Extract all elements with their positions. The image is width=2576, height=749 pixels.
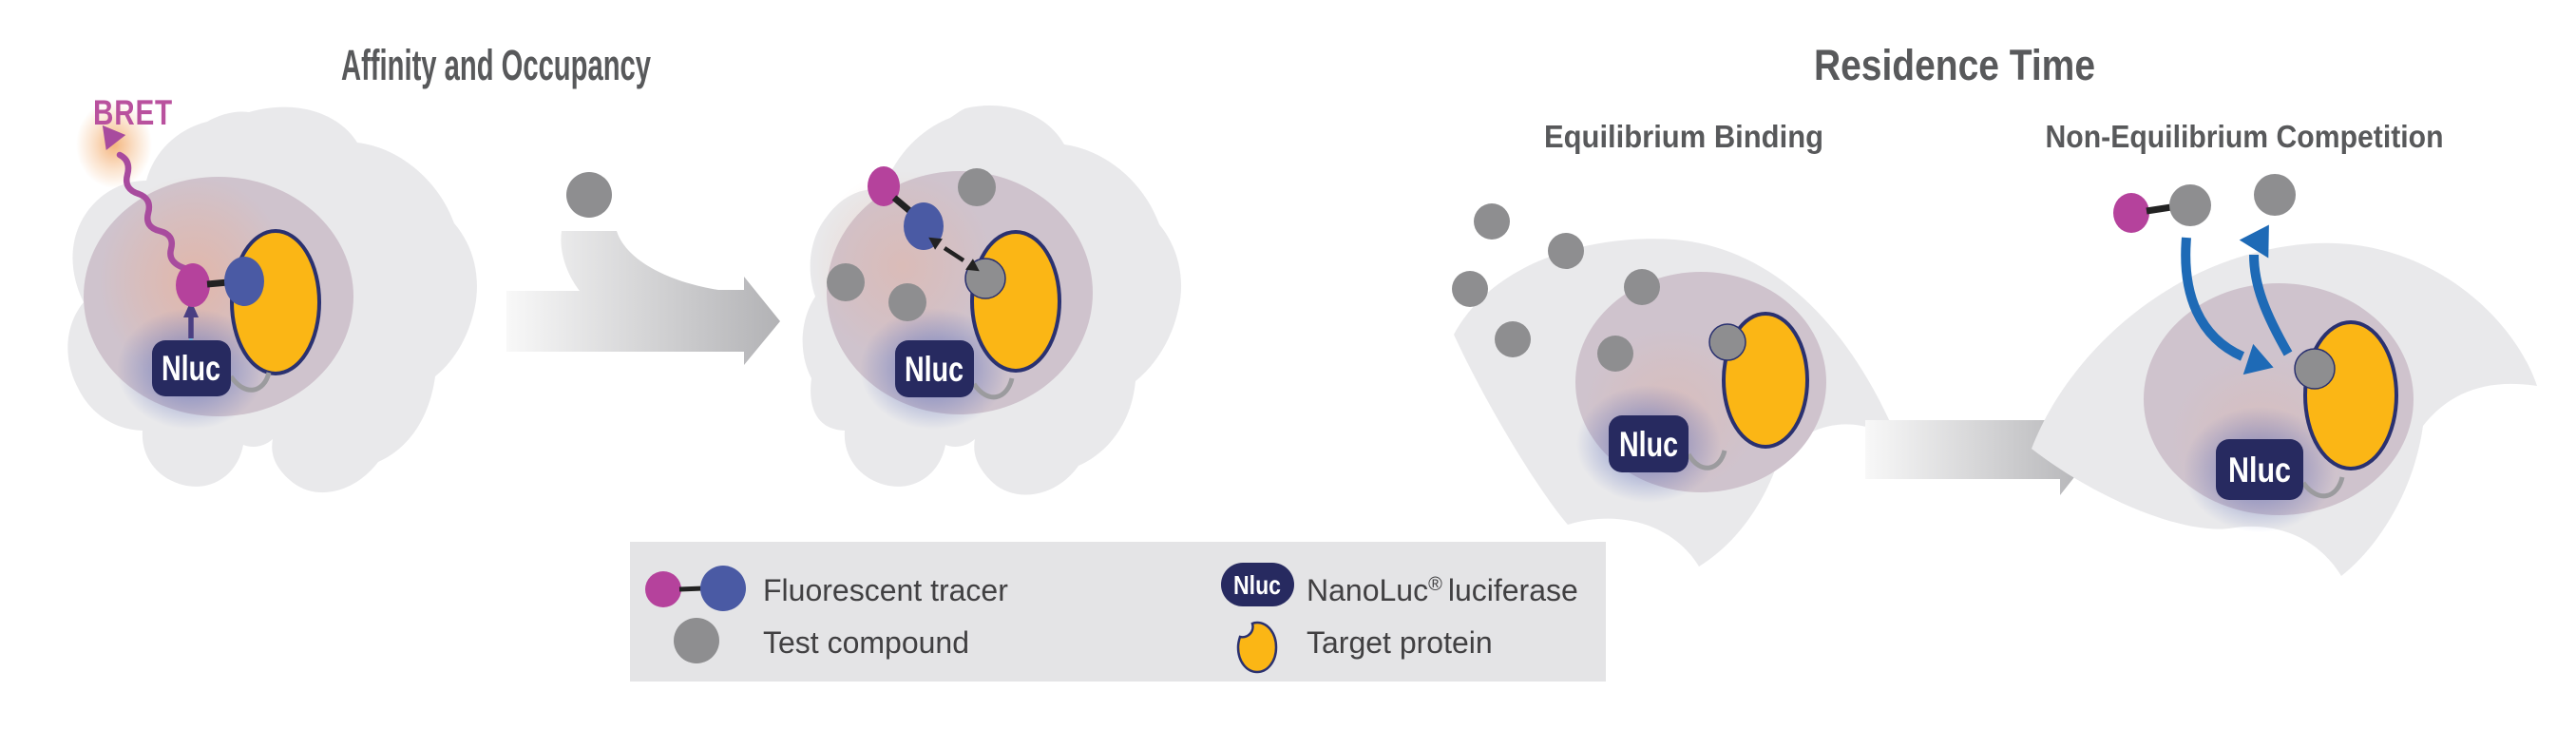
bret-arrowhead-icon [102,125,126,151]
energy-transfer-arrowhead-icon [183,300,199,317]
nluc-badge [2216,439,2303,500]
legend-label-nanoluc-luciferase: NanoLuc® luciferase [1307,573,1578,607]
affinity-competition-cell: Nluc [802,106,1182,495]
legend-label-target-protein: Target protein [1307,625,1493,660]
test-compound [1624,269,1660,305]
protein-tether [971,377,1015,400]
nluc-badge [895,340,974,397]
test-compound [888,283,926,321]
test-compound [958,168,996,206]
bret-label: BRET [93,93,173,132]
dissociation-arrowhead-icon [2239,224,2269,259]
bret-squiggle-arrow [116,151,191,273]
nanoluc-badge-icon: Nluc [1221,563,1294,606]
affinity-bound-tracer-cell: Nluc BRET [67,93,477,493]
legend-tracer-linker [678,586,704,592]
tracer-linker [2146,203,2172,215]
fluorescent-tracer-icon [645,566,746,611]
protein-tether [228,372,272,393]
nluc-label: Nluc [2228,451,2291,490]
test-compound [1548,233,1584,269]
non-equilibrium-competition-cell: Nluc [2032,174,2537,576]
test-compound [1452,271,1488,307]
test-compound [1495,321,1531,357]
add-compound-arrow [506,172,780,365]
target-protein [2303,320,2398,471]
tracer-fluorophore [2113,193,2149,233]
target-protein-icon [1236,621,1278,674]
nanoluc-name: NanoLuc [1307,573,1428,607]
exchange-arrowhead-icon [928,237,943,250]
time-progress-arrow-icon [1865,405,2096,495]
legend-tracer-fluorophore [645,571,681,607]
test-compound [1597,336,1633,372]
bret-arrow-glow [76,101,152,188]
tracer-fluorophore [176,263,210,307]
nluc-badge [1609,415,1689,472]
legend-label-test-compound: Test compound [763,625,969,660]
compound-dissociation-arrow [2249,254,2293,356]
bound-test-compound [2294,348,2336,390]
legend: Fluorescent tracer Test compound Nluc Na… [630,542,1606,682]
nluc-label: Nluc [905,350,964,389]
nluc-badge [152,340,231,396]
legend-nluc-badge [1221,563,1294,606]
tracer-ligand [2169,184,2211,226]
registered-trademark-symbol: ® [1428,574,1442,595]
tracer-ligand [224,257,264,306]
legend-nluc-label: Nluc [1233,570,1281,600]
residence-time-title: Residence Time [1814,41,2095,89]
non-equilibrium-competition-subtitle: Non-Equilibrium Competition [2046,119,2444,154]
legend-tracer-ligand [700,566,746,611]
tracer-association-arrow [2181,237,2245,361]
test-compound-icon [674,618,719,663]
test-compound [827,263,865,301]
nluc-label: Nluc [1619,425,1678,464]
bound-test-compound [1708,323,1746,361]
exchange-arrowhead-icon [965,259,980,272]
test-compound [566,172,612,218]
branch-arrow-icon [506,231,780,365]
equilibrium-binding-cell: Nluc [1452,203,1899,567]
test-compound [1474,203,1510,240]
legend-box [630,542,1606,682]
tracer-fluorophore [868,166,900,206]
association-arrowhead-icon [2242,343,2274,375]
equilibrium-binding-subtitle: Equilibrium Binding [1544,119,1823,154]
affinity-occupancy-title: Affinity and Occupancy [341,41,651,89]
protein-tether [1686,450,1727,471]
released-test-compound [2254,174,2296,216]
protein-tether [2300,476,2345,499]
nanoluc-rest: luciferase [1448,573,1578,607]
legend-label-fluorescent-tracer: Fluorescent tracer [763,573,1008,607]
competition-exchange-arrow [943,246,965,262]
target-protein [970,230,1061,373]
nluc-label: Nluc [162,349,220,388]
